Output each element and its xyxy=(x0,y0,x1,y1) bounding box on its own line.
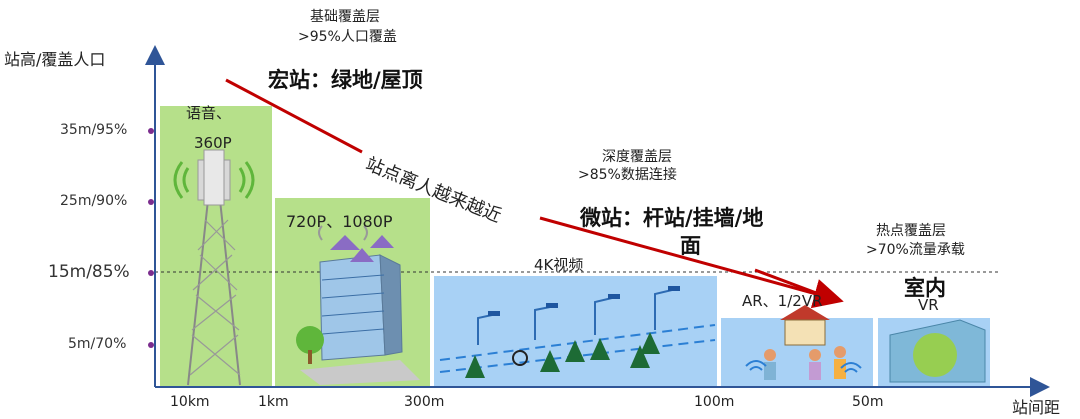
house-icon xyxy=(780,305,830,346)
deep-layer-site-line1: 微站：杆站/挂墙/地 xyxy=(580,206,764,230)
x-axis-label: 站间距 xyxy=(1012,398,1061,417)
y-tick-label: 35m/95% xyxy=(60,122,128,138)
hd-service: 720P、1080P xyxy=(286,212,393,231)
tree-icon xyxy=(465,332,660,378)
voice-service-line1: 语音、 xyxy=(186,104,232,122)
y-tick-dot xyxy=(148,270,154,276)
wifi-icon xyxy=(745,360,862,373)
x-tick-label: 50m xyxy=(852,394,884,410)
deep-layer-site-line2: 面 xyxy=(680,234,701,258)
trend-arrow-upper xyxy=(225,78,363,154)
voice-service-line2: 360P xyxy=(194,134,232,152)
cell-tower-icon xyxy=(173,149,255,386)
y-tick-dot xyxy=(148,128,154,134)
y-tick-dot xyxy=(148,342,154,348)
deep-layer-coverage: >85%数据连接 xyxy=(578,167,677,183)
x-tick-label: 100m xyxy=(694,394,735,410)
x-tick-label: 300m xyxy=(404,394,445,410)
y-tick-label: 25m/90% xyxy=(60,193,128,209)
basic-layer-site: 宏站：绿地/屋顶 xyxy=(268,68,423,92)
y-tick-label: 5m/70% xyxy=(68,336,127,352)
ar-service: AR、1/2VR xyxy=(742,292,823,310)
x-tick-label: 1km xyxy=(258,394,289,410)
hotspot-layer-site: 室内 xyxy=(904,276,946,300)
deep-layer-name: 深度覆盖层 xyxy=(602,149,672,165)
people-icon xyxy=(764,346,846,380)
building-antenna-icon xyxy=(296,225,420,385)
y-tick-label: 15m/85% xyxy=(48,262,130,282)
trend-arrow-lower xyxy=(539,216,844,309)
y-tick-dot xyxy=(148,199,154,205)
x-tick-label: 10km xyxy=(170,394,210,410)
cyclist-icon xyxy=(512,350,528,366)
basic-layer-coverage: >95%人口覆盖 xyxy=(298,29,397,45)
hotspot-layer-coverage: >70%流量承载 xyxy=(866,242,965,258)
hotspot-layer-name: 热点覆盖层 xyxy=(876,223,946,239)
vr-service: VR xyxy=(918,296,939,314)
4k-service: 4K视频 xyxy=(534,256,584,274)
basic-layer-name: 基础覆盖层 xyxy=(310,9,380,25)
enterprise-building-icon xyxy=(889,319,986,383)
y-axis-label: 站高/覆盖人口 xyxy=(4,50,106,69)
street-pole-icon xyxy=(477,289,673,345)
trend-arrow-tail xyxy=(754,268,836,302)
